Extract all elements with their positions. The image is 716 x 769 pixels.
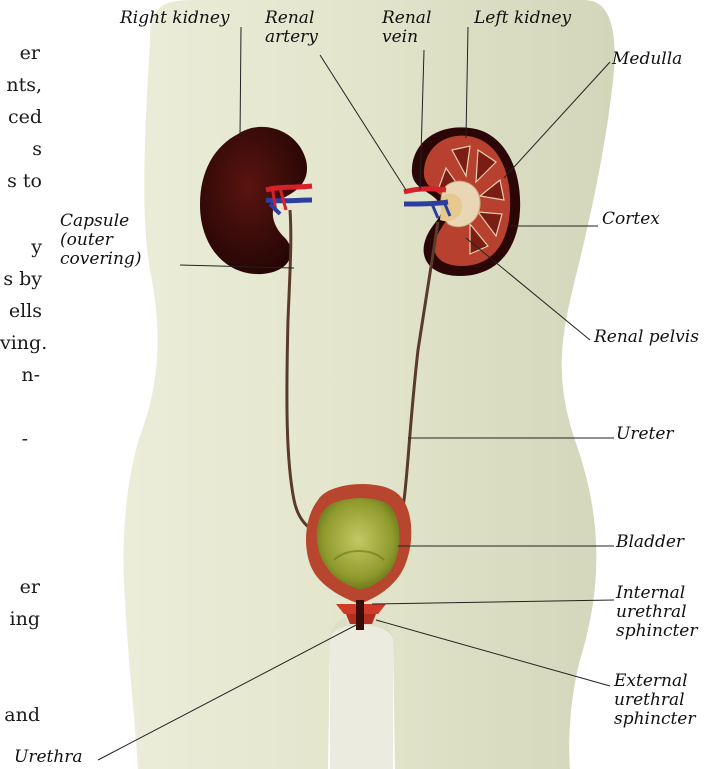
label-internal-line3: sphincter bbox=[616, 622, 697, 641]
label-medulla: Medulla bbox=[612, 50, 682, 69]
label-renal-vein: Renal vein bbox=[382, 9, 431, 47]
label-urethra: Urethra bbox=[14, 748, 83, 767]
label-ureter: Ureter bbox=[616, 425, 674, 444]
crotch-gap bbox=[330, 614, 393, 769]
label-renal-artery-line2: artery bbox=[265, 28, 318, 47]
label-capsule: Capsule (outer covering) bbox=[60, 212, 180, 269]
label-internal-urethral-sphincter: Internal urethral sphincter bbox=[616, 584, 697, 641]
label-renal-artery-line1: Renal bbox=[265, 9, 318, 28]
label-external-line3: sphincter bbox=[614, 710, 695, 729]
label-external-line1: External bbox=[614, 672, 695, 691]
label-internal-line1: Internal bbox=[616, 584, 697, 603]
label-external-urethral-sphincter: External urethral sphincter bbox=[614, 672, 695, 729]
urethra-shape bbox=[356, 600, 364, 630]
label-external-line2: urethral bbox=[614, 691, 695, 710]
label-renal-vein-line1: Renal bbox=[382, 9, 431, 28]
label-capsule-line3: covering) bbox=[60, 250, 180, 269]
label-renal-pelvis: Renal pelvis bbox=[594, 328, 699, 347]
label-bladder: Bladder bbox=[616, 533, 684, 552]
label-capsule-line1: Capsule bbox=[60, 212, 180, 231]
label-right-kidney: Right kidney bbox=[120, 9, 230, 28]
label-cortex: Cortex bbox=[602, 210, 660, 229]
label-renal-artery: Renal artery bbox=[265, 9, 318, 47]
label-left-kidney: Left kidney bbox=[474, 9, 571, 28]
label-internal-line2: urethral bbox=[616, 603, 697, 622]
label-renal-vein-line2: vein bbox=[382, 28, 431, 47]
label-capsule-line2: (outer bbox=[60, 231, 180, 250]
